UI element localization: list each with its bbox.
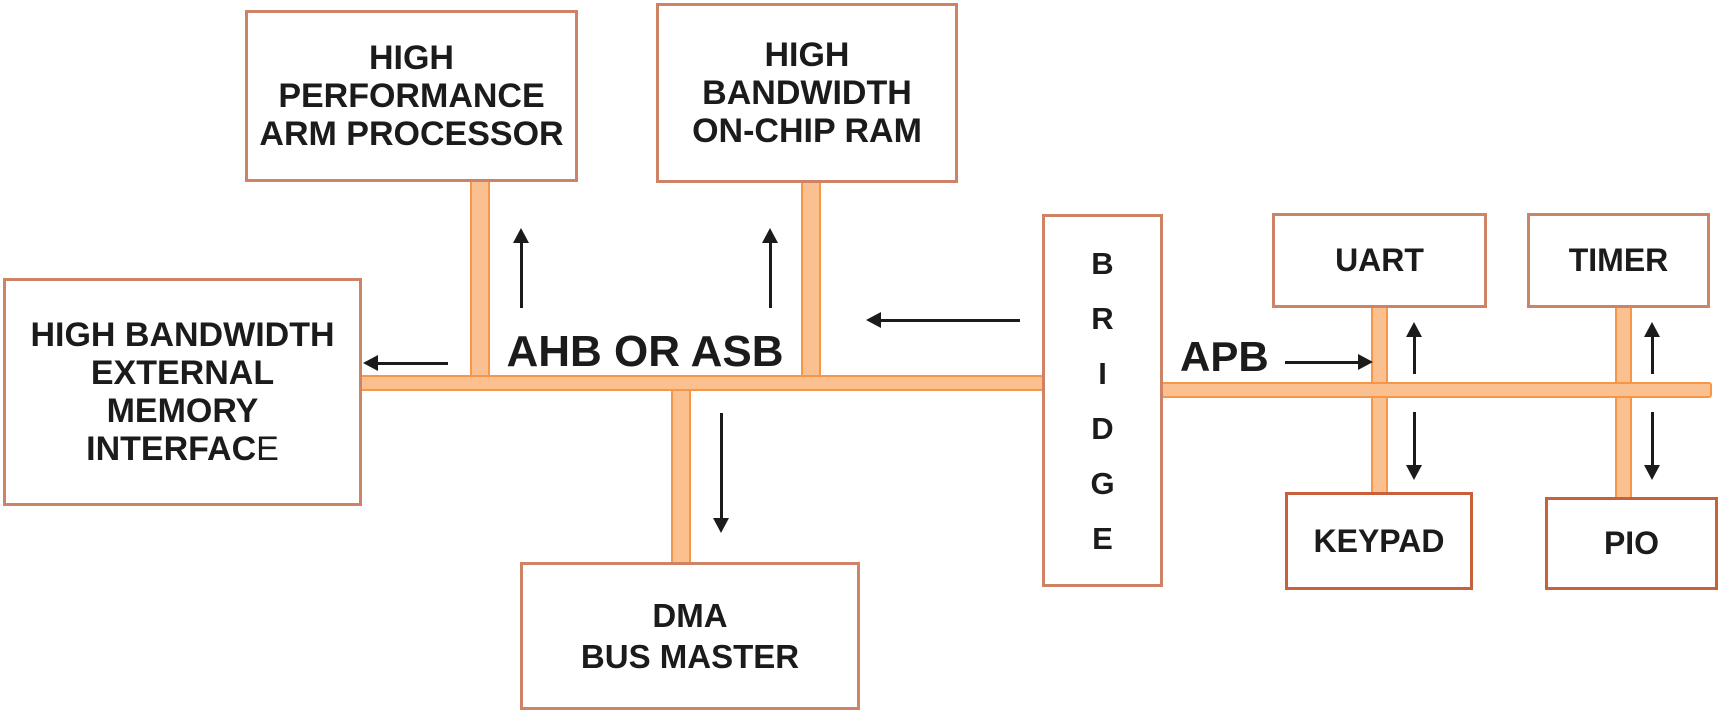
arm-processor-label: HIGH PERFORMANCE ARM PROCESSOR [259,39,564,153]
pio-label: PIO [1603,525,1660,561]
arrow-up-to-onchip-ram-icon [762,228,778,308]
arrow-down-to-pio-icon [1644,412,1660,480]
arrow-up-to-uart-icon [1406,322,1422,374]
on-chip-ram-label: HIGH BANDWIDTH ON-CHIP RAM [692,36,922,150]
apb-bus-label: APB [1180,333,1269,380]
ram-to-ahb-connector [801,181,821,378]
arrow-up-to-timer-icon [1644,322,1660,374]
uart-to-apb-connector [1371,306,1388,385]
dma-bus-master-box: DMA BUS MASTER [520,562,860,710]
keypad-label: KEYPAD [1313,522,1445,559]
ahb-bus-bar [357,375,1044,391]
pio-box: PIO [1545,497,1718,590]
arm-processor-box: HIGH PERFORMANCE ARM PROCESSOR [245,10,578,182]
arrow-up-to-arm-processor-icon [513,228,529,308]
apb-to-keypad-connector [1371,396,1388,494]
dma-bus-master-label: DMA BUS MASTER [580,597,800,675]
uart-box: UART [1272,213,1487,308]
apb-to-pio-connector [1615,396,1632,499]
ahb-bus-label: AHB OR ASB [506,327,784,376]
arm-to-ahb-connector [470,180,490,378]
bridge-box: B R I D G E [1042,214,1163,587]
timer-box: TIMER [1527,213,1710,308]
external-memory-interface-box: HIGH BANDWIDTH EXTERNAL MEMORY INTERFACE [3,278,362,506]
uart-label: UART [1335,242,1424,278]
arrow-right-to-apb-peripherals-icon [1285,354,1373,370]
external-memory-interface-label: HIGH BANDWIDTH EXTERNAL MEMORY INTERFACE [30,316,335,468]
apb-bus-bar [1161,382,1712,398]
arrow-down-to-keypad-icon [1406,412,1422,480]
timer-label: TIMER [1568,242,1669,278]
arrow-left-from-bridge-icon [866,312,1020,328]
arrow-down-to-dma-icon [713,413,729,533]
keypad-box: KEYPAD [1285,492,1473,590]
timer-to-apb-connector [1615,306,1632,385]
bridge-label: B R I D G E [1090,245,1115,556]
arrow-left-to-memory-interface-icon [363,355,448,371]
on-chip-ram-box: HIGH BANDWIDTH ON-CHIP RAM [656,3,958,183]
ahb-to-dma-connector [671,389,691,564]
